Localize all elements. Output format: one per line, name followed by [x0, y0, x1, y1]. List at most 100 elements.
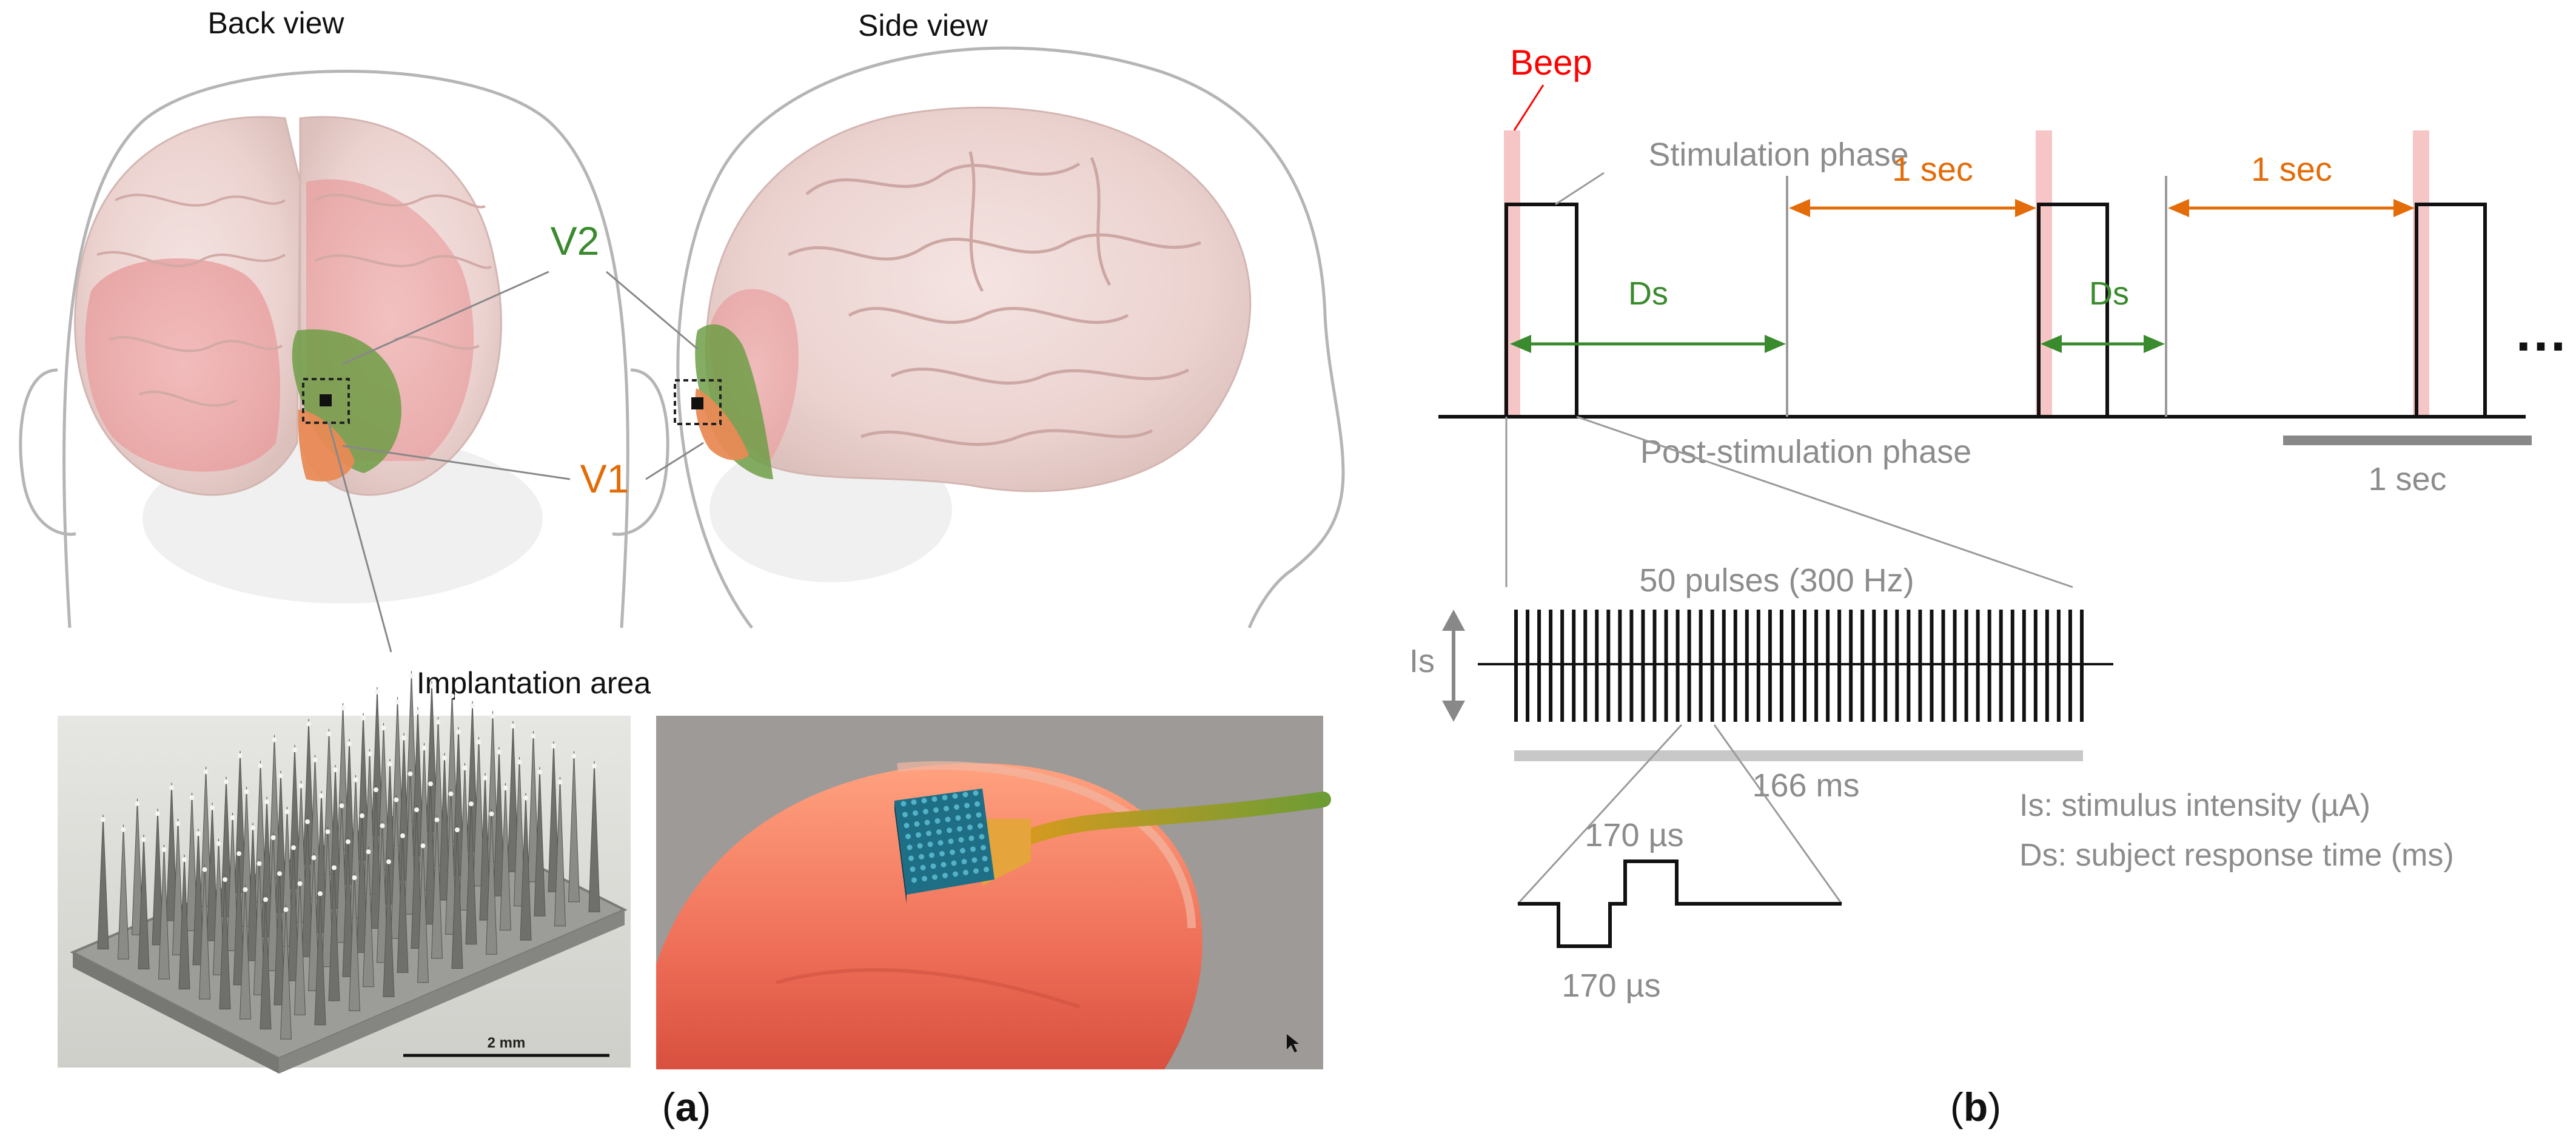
chip-electrode: [924, 819, 930, 826]
chip-electrode: [973, 790, 979, 796]
chip-electrode: [934, 818, 941, 824]
cursor-icon: [1287, 1034, 1299, 1052]
electrode-tip: [326, 731, 332, 736]
electrode-tip: [155, 811, 160, 816]
electrode-tip: [216, 841, 221, 846]
ds-arrow-2-right-head: [2144, 335, 2165, 353]
electrode-tip: [284, 809, 290, 815]
interval-label-2: 1 sec: [2251, 150, 2332, 188]
electrode-spike: [458, 762, 471, 910]
stimulation-phase-label: Stimulation phase: [1648, 136, 1908, 173]
electrode-tip: [196, 831, 201, 836]
interval-arrow-2-left-head: [2168, 199, 2189, 217]
chip-electrode: [970, 846, 976, 852]
electrode-spike: [219, 875, 231, 1010]
chip-electrode: [932, 874, 937, 880]
electrode-spike: [97, 815, 109, 950]
chip-electrode: [984, 867, 989, 872]
electrode-tip: [448, 791, 454, 796]
stimulation-pulse-3: [2415, 203, 2487, 417]
electrode-spike: [186, 792, 198, 931]
electrode-tip: [400, 833, 405, 838]
electrode-spike: [117, 824, 130, 960]
chip-electrode: [961, 859, 967, 864]
electrode-spike: [438, 753, 451, 901]
implant-marker-side: [691, 397, 703, 409]
electrode-tip: [306, 721, 311, 727]
electrode-tip: [203, 769, 209, 775]
chip-electrode: [923, 809, 928, 815]
electrode-tip: [319, 793, 324, 798]
electrode-spike: [362, 847, 375, 987]
electrode-tip: [353, 777, 358, 782]
electrode-spike: [554, 777, 566, 927]
electrode-spike: [233, 849, 245, 986]
phase-width-top-label: 170 µs: [1585, 817, 1683, 853]
stimulation-phase-leader: [1555, 172, 1605, 206]
electrode-tip: [420, 843, 426, 849]
electrode-tip: [361, 715, 366, 721]
chip-electrode: [939, 851, 945, 856]
stimulation-pulse-1: [1504, 203, 1578, 417]
ds-label-1: Ds: [1628, 275, 1668, 312]
electrode-tip: [455, 827, 460, 833]
chip-electrode: [914, 821, 920, 827]
electrode-spike: [499, 782, 512, 930]
electrode-spike: [479, 773, 491, 921]
electrode-spike: [513, 757, 526, 907]
electrode-spike: [356, 810, 368, 953]
electrode-tip: [230, 815, 235, 820]
electrode-tip: [250, 825, 255, 830]
chip-electrode: [971, 857, 978, 863]
panel-a: Back view Side view: [19, 6, 1345, 1129]
electrode-array-photo: 2 mm: [58, 671, 631, 1074]
panel-label-a: (a): [662, 1085, 711, 1129]
implantation-box-back: [302, 378, 350, 424]
chip-electrode: [974, 801, 980, 807]
chip-electrode: [968, 835, 974, 841]
interval-label-1: 1 sec: [1892, 150, 1973, 188]
chip-electrode: [921, 798, 927, 804]
electrode-tip: [442, 755, 447, 761]
chip-electrode: [963, 870, 968, 875]
electrode-tip: [258, 763, 263, 769]
time-scale-bar: [2283, 436, 2532, 445]
electrode-tip: [223, 877, 227, 883]
electrode-tip: [408, 771, 413, 776]
electrode-tip: [374, 787, 378, 793]
chip-electrode: [937, 840, 944, 846]
chip-electrode: [905, 833, 911, 839]
electrode-spike: [411, 805, 423, 949]
chip-electrode: [931, 796, 937, 802]
electrode-spike: [507, 721, 519, 872]
electrode-tip: [325, 829, 330, 835]
electrode-spike: [192, 829, 204, 966]
v1-region-side: [695, 388, 749, 460]
chip-electrode: [957, 826, 962, 832]
scale-bar-label: 2 mm: [488, 1035, 526, 1051]
electrode-tip: [257, 861, 262, 866]
electrode-spike: [293, 878, 306, 1015]
electrode-tip: [244, 789, 249, 795]
legend-ds: Ds: subject response time (ms): [2019, 838, 2454, 873]
electrode-tip: [571, 753, 577, 759]
electrode-tip: [490, 713, 495, 719]
chip-electrode: [926, 830, 931, 836]
electrode-spike: [247, 822, 259, 961]
electrode-tip: [380, 823, 385, 829]
electrode-spike: [226, 812, 239, 951]
chip-electrode: [981, 845, 986, 850]
electrode-spike: [370, 785, 382, 929]
electrode-spike: [548, 741, 560, 892]
chip-electrode: [982, 856, 988, 861]
electrode-tip: [428, 781, 433, 787]
chip-electrode: [907, 844, 913, 850]
chip-electrode: [952, 793, 958, 799]
v2-label: V2: [551, 218, 600, 263]
electrode-spike: [451, 825, 463, 969]
electrode-tip: [272, 737, 277, 742]
chip-electrode: [942, 873, 948, 878]
gyri-lines-side: [787, 151, 1201, 446]
electrode-spike: [166, 782, 178, 921]
